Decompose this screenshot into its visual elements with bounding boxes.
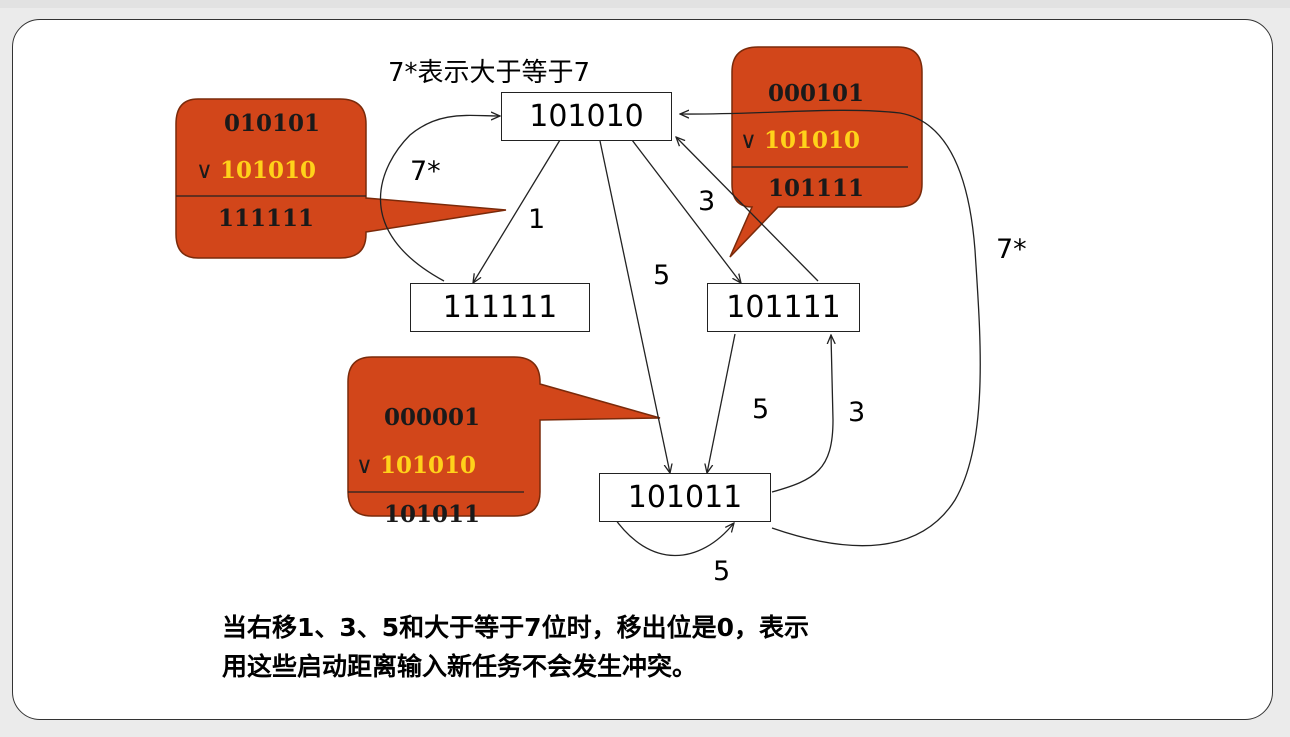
callout-bottom-or-symbol: ∨ [356,453,373,479]
state-101011: 101011 [599,473,771,522]
edge-101010-101011 [599,140,670,473]
callout-right-line1: 000101 [768,80,865,107]
edge-101111-101011 [707,333,736,473]
edge-label-3-lower: 3 [848,397,866,428]
caption: 当右移1、3、5和大于等于7位时，移出位是0，表示 用这些启动距离输入新任务不会… [222,608,982,686]
edge-101011-101111 [771,335,833,493]
callout-left-or-symbol: ∨ [196,158,213,184]
callout-left-shape [175,98,507,259]
edge-label-7star-left: 7* [410,156,441,187]
callout-right-result: 101111 [768,175,865,202]
edge-label-7star-right: 7* [996,234,1027,265]
state-101010: 101010 [501,92,672,141]
edge-101010-101111 [631,139,741,283]
caption-line-2: 用这些启动距离输入新任务不会发生冲突。 [222,652,698,681]
title-note: 7*表示大于等于7 [388,58,591,88]
edge-101011-self [612,515,734,557]
state-111111: 111111 [410,283,590,332]
callout-right-shape [729,46,923,258]
callout-right-line2: 101010 [764,127,861,154]
callout-left-result: 111111 [218,205,315,232]
edge-label-5-right: 5 [752,394,770,425]
state-101111: 101111 [707,283,860,332]
edge-label-5-bottom: 5 [713,556,731,587]
top-bar [0,0,1290,8]
callout-bottom-line1: 000001 [384,404,481,431]
callout-bottom-result: 101011 [384,501,481,528]
caption-line-1: 当右移1、3、5和大于等于7位时，移出位是0，表示 [222,613,809,642]
edge-101010-111111 [473,139,561,283]
edge-101011-101010-7star [680,110,981,547]
edge-label-5-mid: 5 [653,260,671,291]
edge-101111-101010 [676,137,819,282]
edges [379,110,981,557]
edge-label-3: 3 [698,186,716,217]
edge-111111-101010-7star [379,115,500,282]
callout-bottom-line2: 101010 [380,452,477,479]
edge-label-1: 1 [528,204,546,235]
callout-left-line2: 101010 [220,157,317,184]
callout-right-or-symbol: ∨ [740,128,757,154]
callout-left-line1: 010101 [224,110,321,137]
callout-bottom-shape [347,356,661,517]
